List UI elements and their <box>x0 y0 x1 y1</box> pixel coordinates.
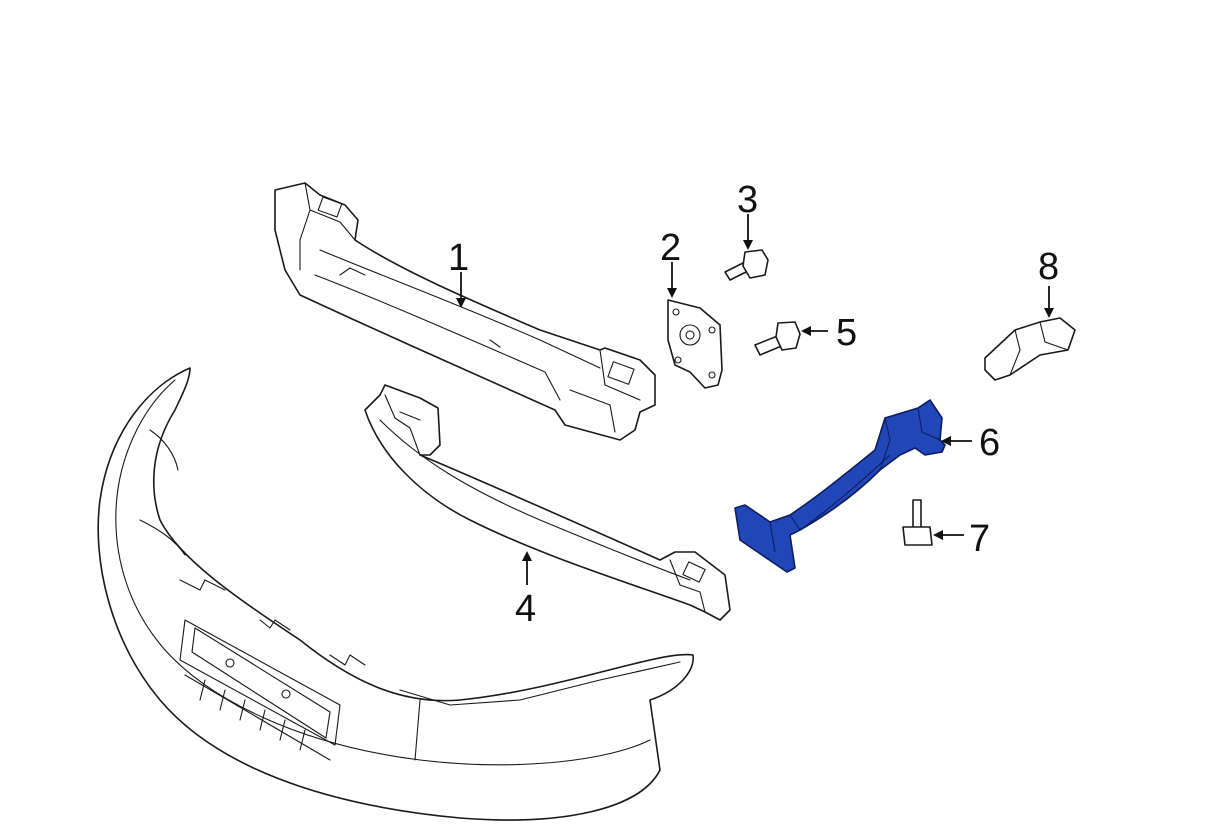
lower-absorber <box>364 384 731 621</box>
bolt-lower <box>902 499 933 546</box>
bolt-upper <box>724 249 769 281</box>
callout-6: 6 <box>979 422 1000 464</box>
bumper-cover <box>97 367 694 821</box>
callout-2: 2 <box>660 227 681 269</box>
callout-labels: 1 2 3 4 5 6 7 8 <box>448 179 1059 630</box>
callout-leaders <box>456 214 1054 585</box>
mounting-bracket-plate <box>667 299 723 389</box>
retainer-clip <box>984 317 1076 381</box>
callout-5: 5 <box>836 312 857 354</box>
side-bracket-highlighted <box>734 399 946 573</box>
callout-1: 1 <box>448 237 469 279</box>
callout-3: 3 <box>737 179 758 221</box>
callout-8: 8 <box>1038 246 1059 288</box>
callout-7: 7 <box>969 518 990 560</box>
bolt-middle <box>754 321 801 356</box>
callout-4: 4 <box>515 588 536 630</box>
reinforcement-bar <box>274 182 656 441</box>
